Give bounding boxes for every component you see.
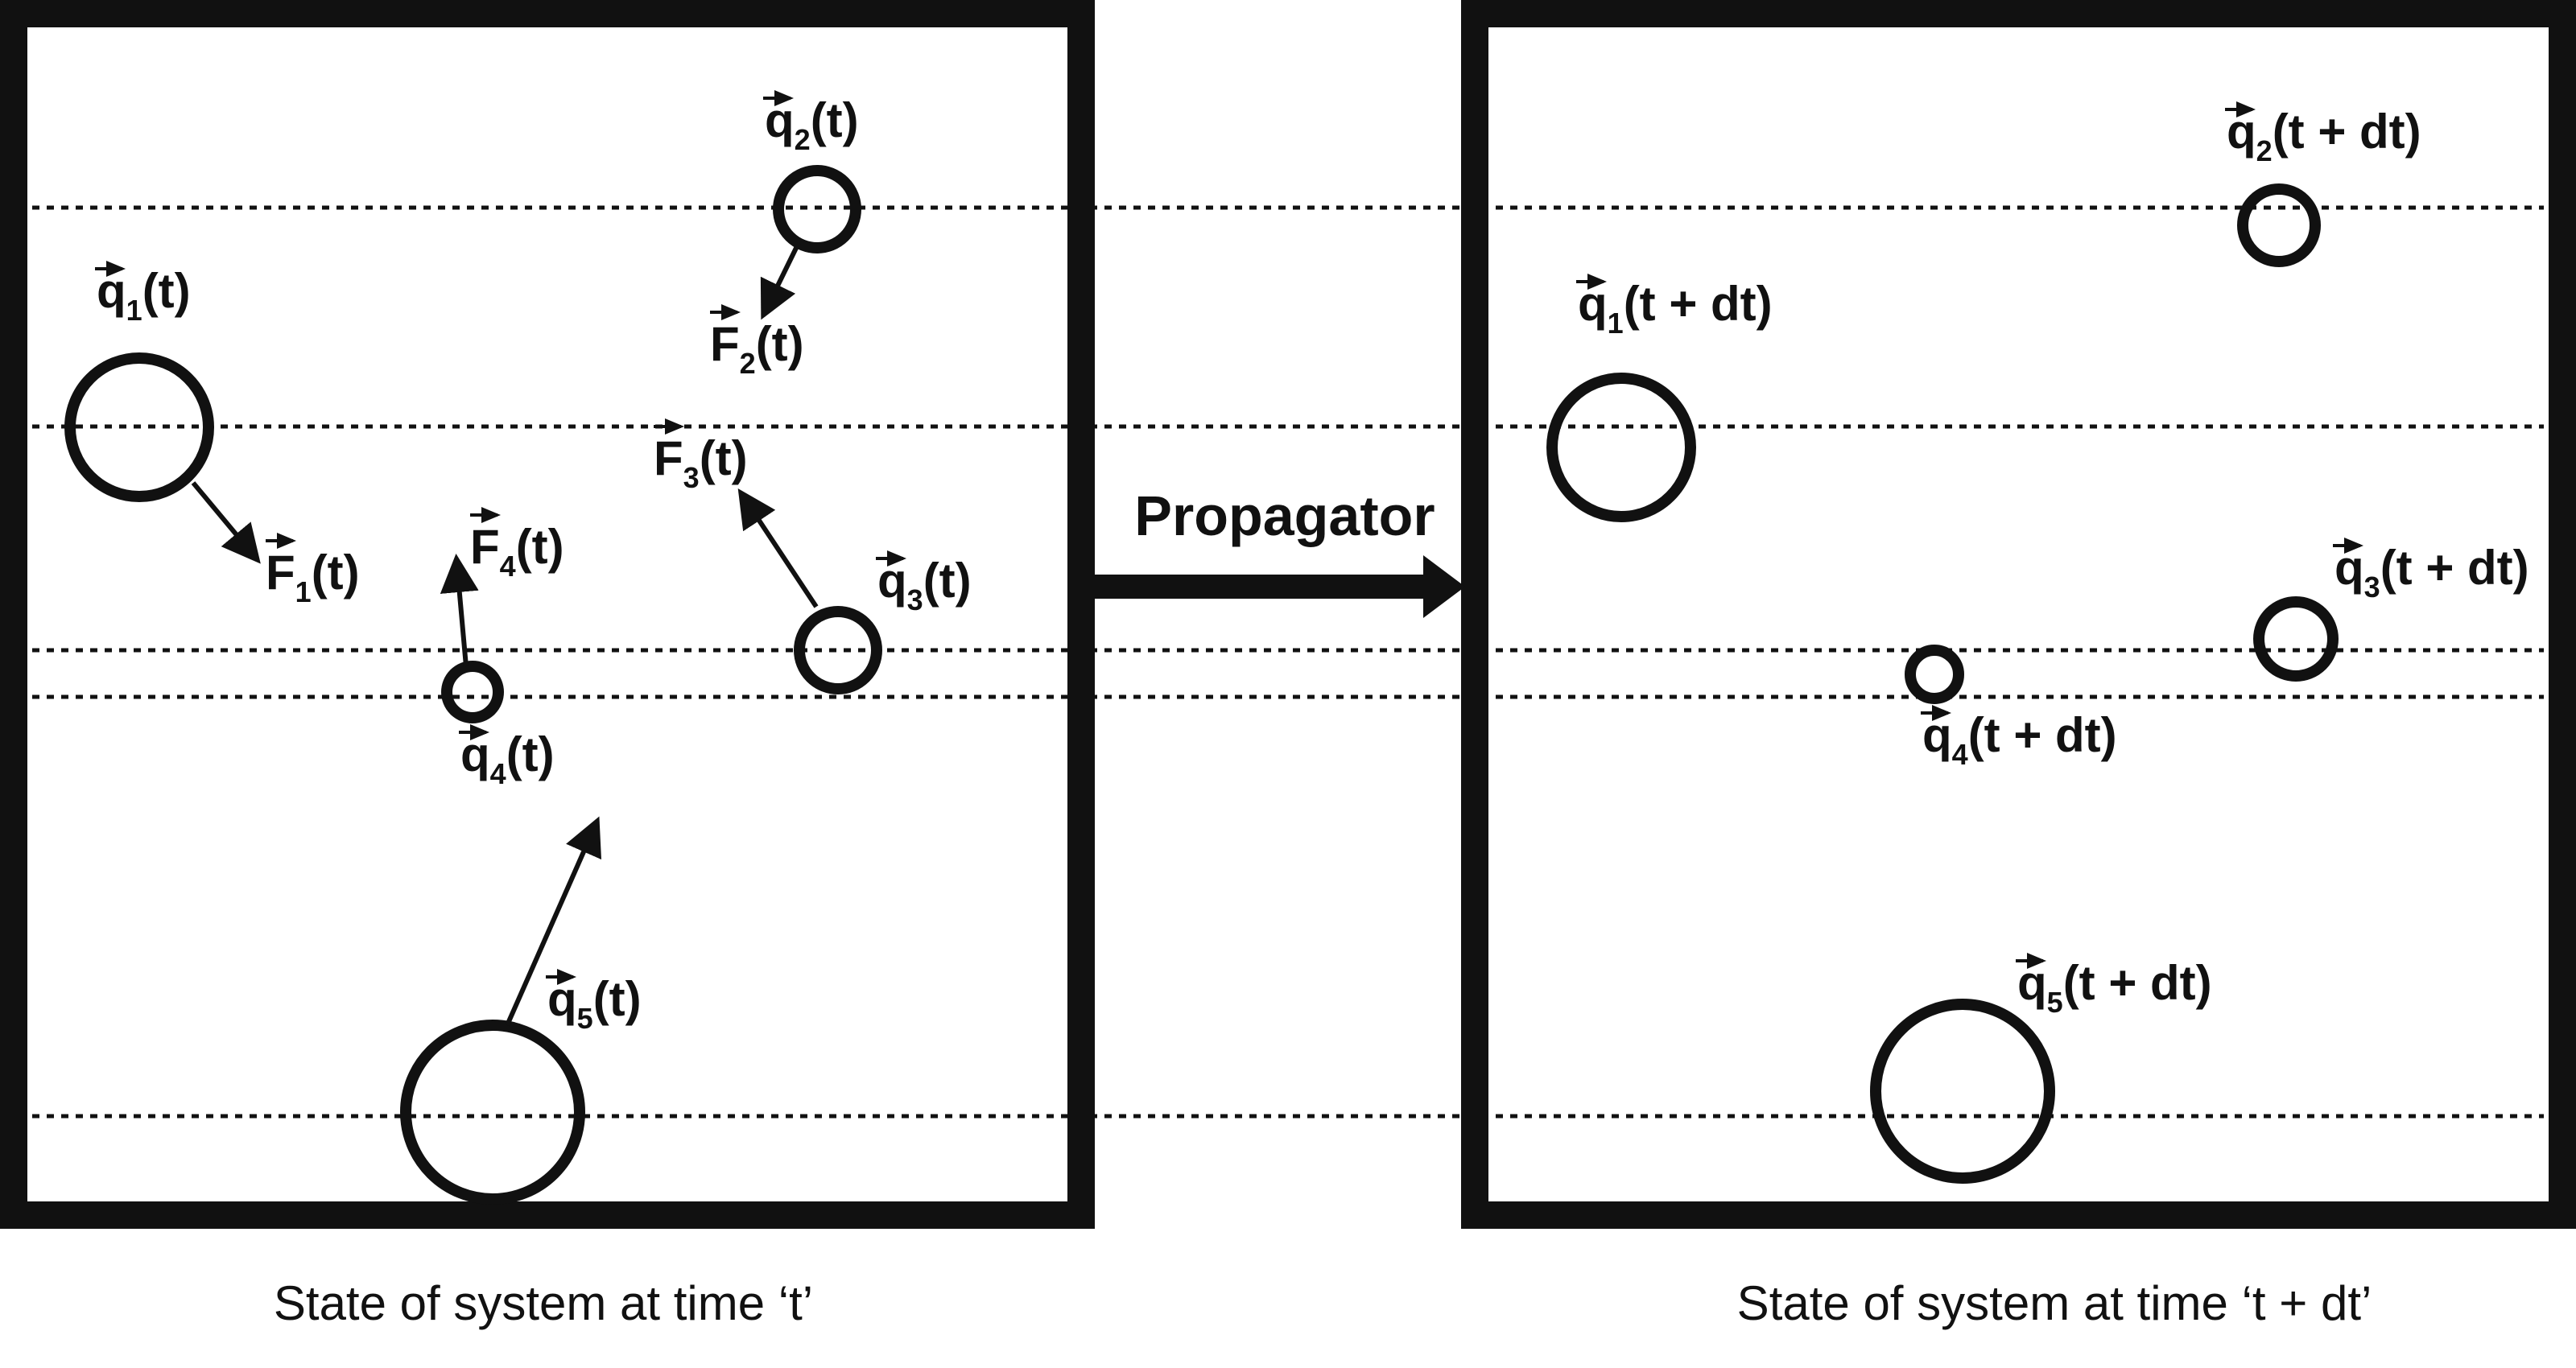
particle-q1-t-dt bbox=[1546, 373, 1696, 522]
particle-q1-t bbox=[64, 352, 214, 502]
svg-text:q1(t): q1(t) bbox=[97, 264, 191, 327]
q1-symbol: q bbox=[97, 264, 126, 318]
force-arrow-f2 bbox=[760, 241, 801, 320]
particle-q3-t-dt bbox=[2253, 596, 2339, 682]
svg-text:q3(t): q3(t) bbox=[877, 554, 972, 616]
svg-text:q4(t + dt): q4(t + dt) bbox=[1922, 708, 2117, 771]
svg-text:q4(t): q4(t) bbox=[460, 727, 555, 790]
svg-text:q3(t + dt): q3(t + dt) bbox=[2334, 541, 2529, 604]
svg-text:q1(t + dt): q1(t + dt) bbox=[1578, 277, 1773, 340]
label-f4-t: F4(t) bbox=[470, 507, 564, 583]
label-q1-t: q1(t) bbox=[95, 261, 191, 327]
svg-text:F3(t): F3(t) bbox=[654, 431, 748, 494]
q1-arg: (t) bbox=[142, 264, 191, 318]
particle-q5-t bbox=[400, 1020, 585, 1205]
particle-q5-t-dt bbox=[1870, 999, 2055, 1184]
label-q1-t-dt: q1(t + dt) bbox=[1576, 274, 1773, 340]
force-arrow-f1 bbox=[191, 481, 261, 564]
particle-q4-t bbox=[441, 661, 504, 723]
label-q4-t-dt: q4(t + dt) bbox=[1921, 705, 2117, 771]
label-q4-t: q4(t) bbox=[459, 724, 555, 790]
force-arrow-f3 bbox=[737, 488, 819, 608]
propagator-arrow bbox=[1095, 555, 1465, 618]
particle-q3-t bbox=[794, 606, 882, 694]
q1-index: 1 bbox=[126, 294, 142, 327]
label-q3-t: q3(t) bbox=[876, 550, 972, 616]
label-q2-t: q2(t) bbox=[763, 90, 859, 156]
left-panel-caption: State of system at time ‘t’ bbox=[274, 1276, 813, 1330]
label-q3-t-dt: q3(t + dt) bbox=[2333, 538, 2529, 604]
svg-text:q5(t + dt): q5(t + dt) bbox=[2017, 956, 2212, 1019]
label-f1-t: F1(t) bbox=[266, 533, 360, 608]
label-q5-t: q5(t) bbox=[546, 969, 642, 1035]
label-q2-t-dt: q2(t + dt) bbox=[2225, 101, 2421, 167]
propagator-label: Propagator bbox=[1134, 484, 1435, 547]
particle-q4-t-dt bbox=[1905, 645, 1964, 704]
label-f2-t: F2(t) bbox=[710, 304, 804, 380]
left-panel-box bbox=[0, 0, 1095, 1229]
svg-text:q5(t): q5(t) bbox=[547, 972, 642, 1035]
svg-text:F4(t): F4(t) bbox=[470, 520, 564, 583]
velocity-arrow-q5 bbox=[505, 816, 602, 1027]
svg-text:q2(t + dt): q2(t + dt) bbox=[2227, 105, 2421, 167]
force-arrow-f4 bbox=[440, 554, 479, 667]
svg-text:F2(t): F2(t) bbox=[710, 317, 804, 380]
svg-text:q2(t): q2(t) bbox=[765, 93, 859, 156]
dashed-guide-lines bbox=[32, 205, 2544, 1119]
label-f3-t: F3(t) bbox=[654, 418, 748, 494]
particle-q2-t-dt bbox=[2237, 183, 2321, 267]
right-panel-caption: State of system at time ‘t + dt’ bbox=[1737, 1276, 2372, 1330]
right-panel-box bbox=[1461, 0, 2576, 1229]
svg-text:F1(t): F1(t) bbox=[266, 546, 360, 608]
particle-q2-t bbox=[773, 165, 861, 253]
label-q5-t-dt: q5(t + dt) bbox=[2016, 953, 2212, 1019]
